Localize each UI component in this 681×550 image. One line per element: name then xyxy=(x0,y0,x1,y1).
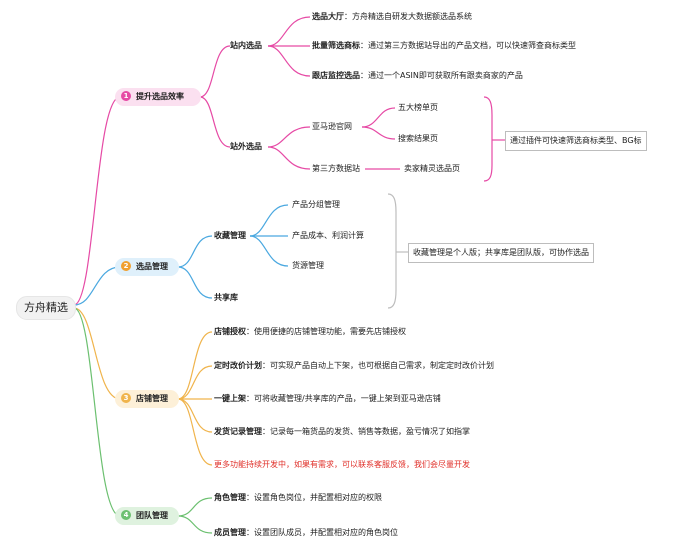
branch-selection-management: 2 选品管理 xyxy=(115,258,179,276)
item-label: 批量筛选商标 xyxy=(312,41,360,50)
badge-3: 3 xyxy=(121,392,131,403)
favorites-note: 收藏管理是个人版；共享库是团队版，可协作选品 xyxy=(408,243,594,263)
node-store-authorization: 店铺授权：使用便捷的店铺管理功能，需要先店铺授权 xyxy=(214,327,406,336)
branch-label: 店铺管理 xyxy=(136,394,168,403)
node-product-groups: 产品分组管理 xyxy=(292,200,340,209)
node-supply-management: 货源管理 xyxy=(292,261,324,270)
item-desc: 通过第三方数据站导出的产品文档，可以快速筛查商标类型 xyxy=(368,41,576,50)
node-search-results: 搜索结果页 xyxy=(398,134,438,143)
item-label: 定时改价计划 xyxy=(214,361,262,370)
node-third-party-site: 第三方数据站 xyxy=(312,164,360,173)
badge-1: 1 xyxy=(121,90,131,101)
item-label: 跟店监控选品 xyxy=(312,71,360,80)
node-amazon-site: 亚马逊官网 xyxy=(312,122,352,131)
item-desc: 可将收藏管理/共享库的产品，一键上架到亚马逊店铺 xyxy=(254,394,441,403)
branch-efficiency: 1 提升选品效率 xyxy=(115,88,201,106)
node-member-management: 成员管理：设置团队成员，并配置相对应的角色岗位 xyxy=(214,528,398,537)
branch-team-management: 4 团队管理 xyxy=(115,507,179,525)
item-desc: 设置团队成员，并配置相对应的角色岗位 xyxy=(254,528,398,537)
item-label: 一键上架 xyxy=(214,394,246,403)
node-top5-lists: 五大榜单页 xyxy=(398,103,438,112)
badge-2: 2 xyxy=(121,260,131,271)
badge-4: 4 xyxy=(121,509,131,520)
item-desc: 设置角色岗位，并配置相对应的权限 xyxy=(254,493,382,502)
node-batch-trademark: 批量筛选商标：通过第三方数据站导出的产品文档，可以快速筛查商标类型 xyxy=(312,41,576,50)
node-shared-library: 共享库 xyxy=(214,293,238,302)
node-off-site-selection: 站外选品 xyxy=(230,142,262,151)
branch-label: 团队管理 xyxy=(136,511,168,520)
item-desc: 记录每一箱货品的发货、销售等数据，盈亏情况了如指掌 xyxy=(270,427,470,436)
node-favorites-management: 收藏管理 xyxy=(214,231,246,240)
branch-label: 选品管理 xyxy=(136,262,168,271)
node-shipping-records: 发货记录管理：记录每一箱货品的发货、销售等数据，盈亏情况了如指掌 xyxy=(214,427,470,436)
item-desc: 通过一个ASIN即可获取所有跟卖商家的产品 xyxy=(368,71,523,80)
node-follow-store: 跟店监控选品：通过一个ASIN即可获取所有跟卖商家的产品 xyxy=(312,71,523,80)
item-desc: 方舟精选自研发大数据额选品系统 xyxy=(352,12,472,21)
item-desc: 可实现产品自动上下架，也可根据自己需求，制定定时改价计划 xyxy=(270,361,494,370)
plugin-note: 通过插件可快速筛选商标类型、BG标 xyxy=(505,131,647,151)
node-one-click-listing: 一键上架：可将收藏管理/共享库的产品，一键上架到亚马逊店铺 xyxy=(214,394,441,403)
item-label: 角色管理 xyxy=(214,493,246,502)
node-seller-sprite: 卖家精灵选品页 xyxy=(404,164,460,173)
item-label: 成员管理 xyxy=(214,528,246,537)
node-role-management: 角色管理：设置角色岗位，并配置相对应的权限 xyxy=(214,493,382,502)
node-more-features: 更多功能持续开发中，如果有需求，可以联系客服反馈，我们会尽量开发 xyxy=(214,460,470,469)
branch-store-management: 3 店铺管理 xyxy=(115,390,179,408)
item-desc: 使用便捷的店铺管理功能，需要先店铺授权 xyxy=(254,327,406,336)
node-cost-profit: 产品成本、利润计算 xyxy=(292,231,364,240)
item-label: 店铺授权 xyxy=(214,327,246,336)
item-label: 发货记录管理 xyxy=(214,427,262,436)
node-scheduled-repricing: 定时改价计划：可实现产品自动上下架，也可根据自己需求，制定定时改价计划 xyxy=(214,361,494,370)
node-selection-hall: 选品大厅：方舟精选自研发大数据额选品系统 xyxy=(312,12,472,21)
branch-label: 提升选品效率 xyxy=(136,92,184,101)
root-node: 方舟精选 xyxy=(16,296,76,320)
item-label: 选品大厅 xyxy=(312,12,344,21)
node-in-site-selection: 站内选品 xyxy=(230,41,262,50)
